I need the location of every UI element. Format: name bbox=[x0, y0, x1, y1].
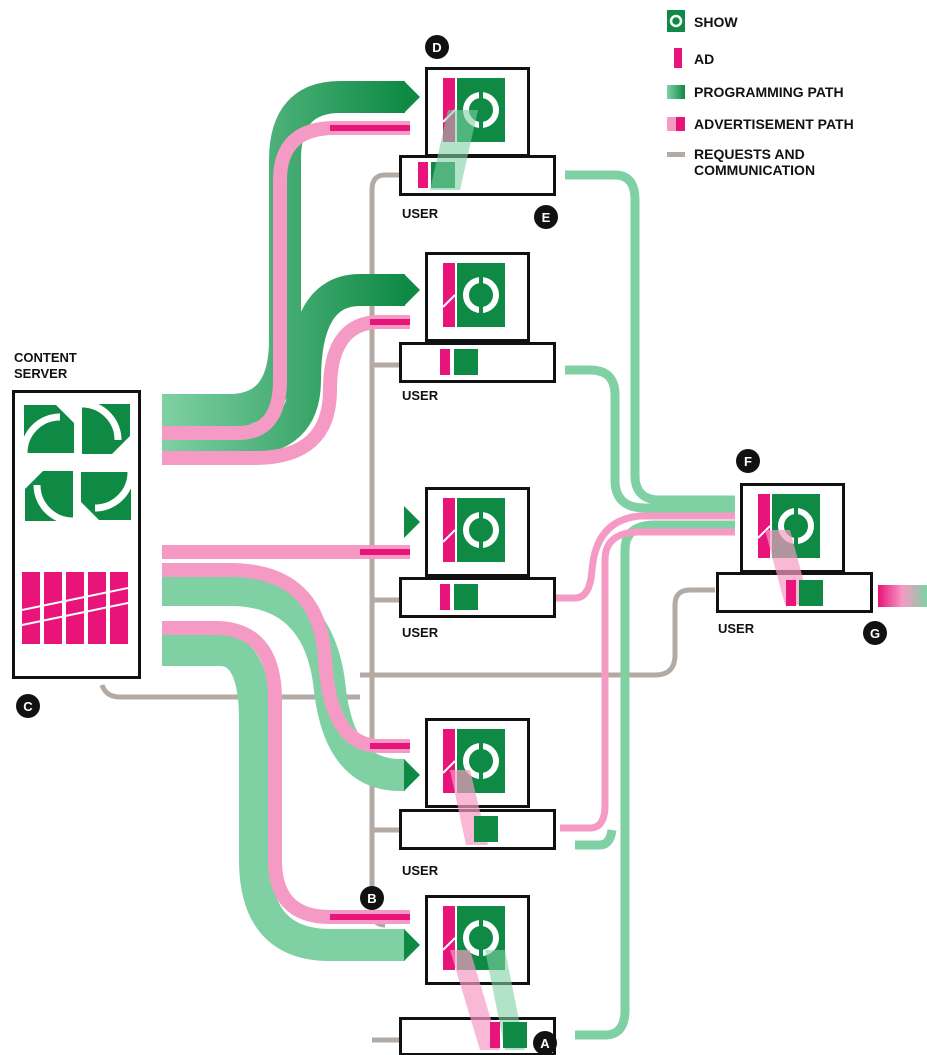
badge-f: F bbox=[736, 449, 760, 473]
peer-paths bbox=[565, 175, 735, 1035]
svg-text:D: D bbox=[432, 40, 441, 55]
badge-c: C bbox=[16, 694, 40, 718]
badge-g: G bbox=[863, 621, 887, 645]
svg-text:G: G bbox=[870, 626, 880, 641]
user-label: USER bbox=[402, 625, 439, 640]
legend-requests: REQUESTS AND COMMUNICATION bbox=[667, 146, 815, 178]
peer-f: USER bbox=[718, 485, 872, 637]
svg-text:B: B bbox=[367, 891, 376, 906]
user-label: USER bbox=[402, 206, 439, 221]
peer-bottom bbox=[401, 897, 555, 1055]
svg-text:COMMUNICATION: COMMUNICATION bbox=[694, 162, 815, 178]
legend: SHOW AD PROGRAMMING PATH ADVERTISEMENT P… bbox=[667, 10, 854, 178]
badge-b: B bbox=[360, 886, 384, 910]
svg-text:SHOW: SHOW bbox=[694, 14, 738, 30]
svg-text:C: C bbox=[23, 699, 33, 714]
server-label-line1: CONTENT bbox=[14, 350, 77, 365]
peer-top: USER bbox=[401, 69, 555, 222]
badge-a: A bbox=[533, 1031, 557, 1055]
legend-advertisement-path: ADVERTISEMENT PATH bbox=[667, 116, 854, 132]
legend-show: SHOW bbox=[667, 10, 738, 32]
peer-3: USER bbox=[401, 489, 555, 641]
svg-text:A: A bbox=[540, 1036, 550, 1051]
user-label: USER bbox=[402, 863, 439, 878]
badge-e: E bbox=[534, 205, 558, 229]
badge-d: D bbox=[425, 35, 449, 59]
legend-ad: AD bbox=[674, 48, 714, 68]
server-label-line2: SERVER bbox=[14, 366, 68, 381]
svg-text:PROGRAMMING PATH: PROGRAMMING PATH bbox=[694, 84, 844, 100]
svg-text:ADVERTISEMENT PATH: ADVERTISEMENT PATH bbox=[694, 116, 854, 132]
svg-text:F: F bbox=[744, 454, 752, 469]
content-server: CONTENT SERVER bbox=[14, 350, 140, 678]
output-stream bbox=[878, 585, 927, 607]
peer-4: USER bbox=[401, 720, 555, 879]
peer-ad-paths bbox=[555, 516, 735, 828]
user-label: USER bbox=[402, 388, 439, 403]
legend-programming-path: PROGRAMMING PATH bbox=[667, 84, 844, 100]
svg-text:AD: AD bbox=[694, 51, 714, 67]
peer-2: USER bbox=[401, 254, 555, 404]
svg-text:E: E bbox=[542, 210, 551, 225]
user-label: USER bbox=[718, 621, 755, 636]
ad-stack bbox=[22, 572, 128, 644]
svg-text:REQUESTS AND: REQUESTS AND bbox=[694, 146, 805, 162]
